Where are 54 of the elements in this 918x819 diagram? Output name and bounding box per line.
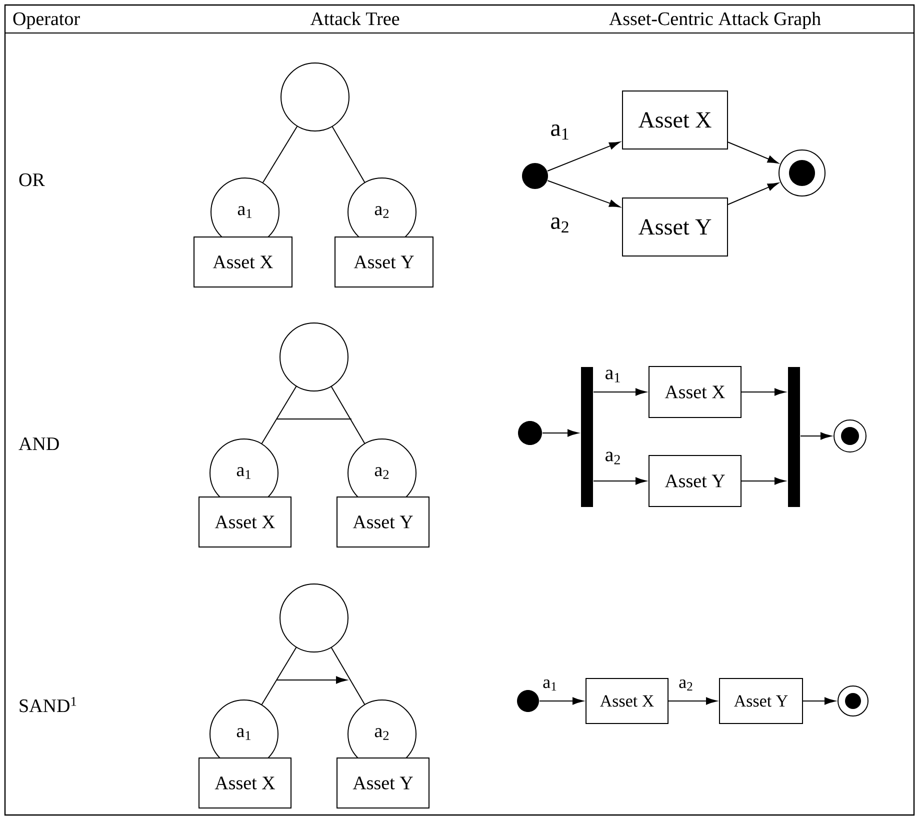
column-header: Attack Tree bbox=[310, 12, 400, 26]
arrow bbox=[539, 697, 584, 705]
row-label: OR bbox=[19, 173, 45, 186]
tree-edge bbox=[330, 647, 366, 705]
edge-label: a$_{1}$ bbox=[542, 678, 558, 692]
tree-edge bbox=[330, 386, 366, 444]
edge-label: a$_{2}$ bbox=[549, 216, 571, 234]
asset-box: Asset X bbox=[198, 496, 292, 548]
arrow bbox=[547, 142, 620, 172]
arrow bbox=[593, 388, 647, 396]
sync-bar bbox=[788, 367, 800, 507]
asset-box: Asset Y bbox=[648, 455, 742, 507]
asset-box: Asset Y bbox=[334, 236, 434, 288]
edge-label: a$_{2}$ bbox=[678, 678, 694, 692]
end-state-circle bbox=[834, 420, 867, 452]
column-header: Operator bbox=[13, 12, 80, 30]
arrow bbox=[800, 432, 832, 440]
tree-edge bbox=[332, 126, 366, 183]
asset-box: Asset X bbox=[622, 90, 728, 150]
arrow bbox=[593, 477, 647, 485]
sync-bar bbox=[581, 367, 593, 507]
asset-box: Asset Y bbox=[719, 678, 803, 724]
asset-box: Asset Y bbox=[336, 758, 430, 808]
tree-node-circle bbox=[280, 584, 348, 652]
end-state-circle bbox=[838, 686, 869, 716]
edge-label: a$_{1}$ bbox=[549, 124, 571, 140]
tree-edge bbox=[262, 126, 298, 184]
asset-box: Asset Y bbox=[622, 198, 728, 256]
arrow bbox=[741, 477, 786, 485]
arrow bbox=[728, 142, 779, 164]
asset-box: Asset X bbox=[198, 758, 292, 808]
arrow bbox=[668, 697, 718, 705]
asset-box: Asset X bbox=[586, 678, 668, 724]
tree-edge bbox=[261, 386, 297, 444]
start-dot bbox=[522, 163, 548, 189]
tree-edge bbox=[261, 647, 297, 705]
end-state-circle bbox=[778, 150, 826, 196]
asset-box: Asset Y bbox=[336, 496, 430, 548]
edge-label: a$_{2}$ bbox=[604, 450, 622, 466]
asset-box: Asset X bbox=[194, 236, 292, 288]
arrow bbox=[741, 388, 786, 396]
arrow bbox=[802, 697, 836, 705]
tree-node-circle bbox=[280, 62, 350, 132]
asset-box: Asset X bbox=[648, 366, 742, 418]
row-label: AND bbox=[18, 437, 59, 450]
tree-node-circle bbox=[280, 322, 348, 392]
edge-label: a$_{1}$ bbox=[604, 368, 622, 384]
arrow bbox=[542, 429, 579, 437]
column-header: Asset-Centric Attack Graph bbox=[609, 12, 821, 30]
start-dot bbox=[518, 421, 542, 445]
arrow bbox=[547, 180, 620, 208]
row-label: SAND$^{1}$ bbox=[20, 696, 76, 712]
start-dot bbox=[517, 690, 539, 712]
arrow bbox=[728, 182, 779, 205]
